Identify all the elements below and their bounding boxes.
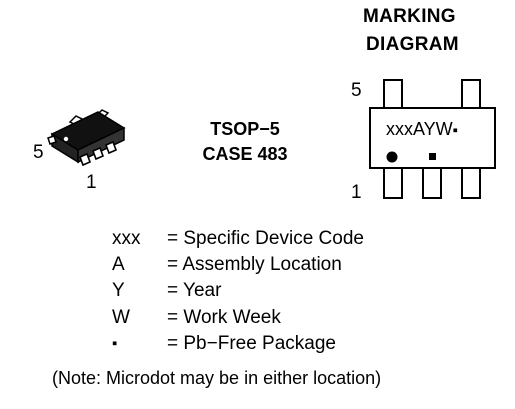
marking-square-glyph: ▪ — [452, 122, 458, 139]
package-name: TSOP−5 — [210, 119, 280, 139]
diagram-pin-1-label: 1 — [351, 182, 362, 203]
legend-key: xxx — [112, 228, 141, 249]
marking-title-line-2: DIAGRAM — [366, 34, 459, 55]
microdot-note: (Note: Microdot may be in either locatio… — [52, 368, 382, 388]
legend-desc: = Assembly Location — [167, 254, 342, 275]
legend-key: ▪ — [112, 335, 118, 352]
legend-key: W — [112, 307, 130, 328]
package-front-leads — [78, 140, 118, 167]
legend-desc: = Work Week — [167, 307, 281, 328]
package-case: CASE 483 — [202, 144, 288, 164]
marking-title-line-1: MARKING — [363, 6, 456, 27]
package-body-side — [77, 126, 125, 164]
package-pin-5-label: 5 — [33, 142, 44, 163]
marking-top-lead-2 — [461, 79, 481, 109]
legend-key: Y — [112, 280, 125, 301]
pb-free-square-icon — [429, 153, 436, 160]
package-side-lead — [47, 135, 57, 145]
marking-bottom-lead-3 — [461, 167, 481, 199]
marking-top-lead-1 — [383, 79, 403, 109]
package-pin1-dot — [63, 136, 69, 142]
marking-bottom-lead-1 — [383, 167, 403, 199]
legend-key: A — [112, 254, 125, 275]
marking-code: xxxAYW — [386, 119, 453, 139]
marking-code-text: xxxAYW▪ — [386, 119, 458, 140]
package-pin-1-label: 1 — [86, 172, 97, 193]
marking-bottom-lead-2 — [422, 167, 442, 199]
microdot-icon — [386, 151, 398, 163]
legend-desc: = Specific Device Code — [167, 228, 364, 249]
legend-desc: = Pb−Free Package — [167, 333, 336, 354]
legend-desc: = Year — [167, 280, 222, 301]
diagram-pin-5-label: 5 — [351, 80, 362, 101]
